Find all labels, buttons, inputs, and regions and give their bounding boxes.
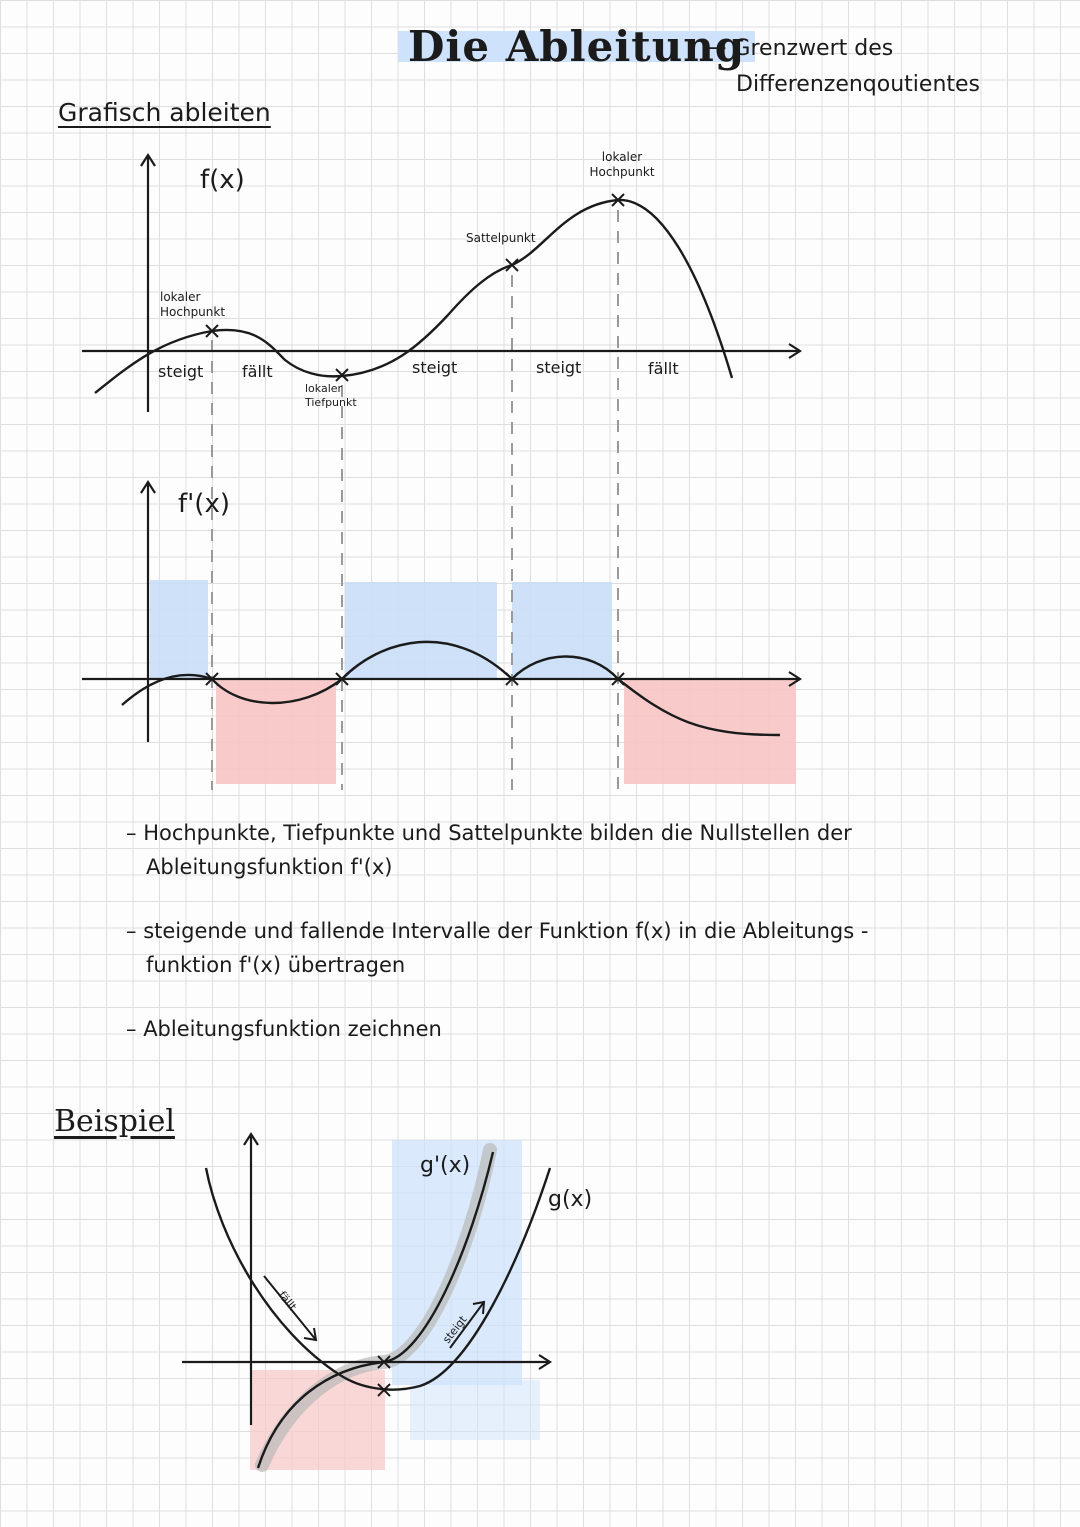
derivative-graphs: f(x) lokaler Hochpunkt lokaler Tiefpunkt… [82,150,803,790]
g-curve [204,1167,552,1391]
zero-marker-4 [611,672,625,686]
fprime-axes [82,479,803,742]
note-1-line-2: Ableitungsfunktion f'(x) [146,855,393,879]
example-x-arrow [538,1354,553,1370]
example-marker-zero [377,1355,391,1369]
marker-sattel [505,258,519,272]
example-marker-min [377,1383,391,1397]
marker-hoch2 [611,193,625,207]
section-heading-example: Beispiel [54,1104,175,1139]
example-graph: fällt steigt g'(x) g(x) [182,1131,592,1472]
note-2-line-2: funktion f'(x) übertragen [146,953,406,977]
interval-label-2: fällt [242,362,273,381]
interval-label-5: fällt [648,359,679,378]
label-hoch1: lokaler Hochpunkt [160,290,226,319]
note-3-line-1: – Ableitungsfunktion zeichnen [126,1017,442,1041]
example-y-arrow [243,1131,259,1146]
label-hoch2-fo: lokaler Hochpunkt [589,150,655,179]
interval-label-3: steigt [412,358,457,377]
note-2: – steigende und fallende Intervalle der … [126,914,868,982]
label-falls: fällt [276,1289,300,1314]
example-arrows [263,1275,486,1349]
f-x-arrow [788,343,803,359]
interval-label-4: steigt [536,358,581,377]
label-g: g(x) [548,1187,592,1212]
interval-label-1: steigt [158,362,203,381]
shade-positive-example-2 [410,1380,540,1440]
rises-arrow-line [449,1301,485,1349]
label-gprime: g'(x) [420,1153,470,1178]
label-tief-fo: lokaler Tiefpunkt [305,382,357,409]
f-curve [94,198,734,394]
label-hoch2: lokaler Hochpunkt [589,150,655,179]
zero-marker-3 [505,672,519,686]
gprime-curve [256,1151,495,1469]
f-y-arrow [140,152,156,167]
dashed-guides [211,210,619,790]
f-label: f(x) [200,165,245,195]
note-1-line-1: – Hochpunkte, Tiefpunkte und Sattelpunkt… [126,821,852,845]
falls-arrow-line [263,1275,317,1341]
fprime-y-arrow [140,479,156,494]
fprime-sign-shading [150,580,796,784]
label-sattel: Sattelpunkt [466,231,536,245]
fprime-label: f'(x) [178,489,230,519]
shade-positive-1 [150,580,208,678]
label-hoch1-fo: lokaler Hochpunkt [160,290,226,319]
zero-marker-1 [205,672,219,686]
note-1: – Hochpunkte, Tiefpunkte und Sattelpunkt… [126,816,852,884]
page-title: Die Ableitung [398,22,756,71]
zero-marker-2 [335,672,349,686]
note-3: – Ableitungsfunktion zeichnen [126,1012,442,1046]
subtitle-line-1: → Grenzwert des [708,36,894,61]
note-2-line-1: – steigende und fallende Intervalle der … [126,919,869,943]
label-tief: lokaler Tiefpunkt [305,382,357,409]
shade-negative-1 [216,680,336,784]
f-markers [205,193,625,382]
falls-arrow-head [303,1327,318,1342]
shade-negative-2 [624,680,796,784]
rises-arrow-head [472,1300,486,1315]
marker-hoch1 [205,324,219,338]
fprime-x-arrow [788,671,803,687]
marker-tief [335,368,349,382]
shade-positive-2 [345,582,497,678]
section-heading-graphic: Grafisch ableiten [58,98,271,127]
example-markers [377,1355,391,1397]
f-axes [82,152,803,412]
fprime-zero-markers [205,672,625,686]
subtitle-line-2: Differenzenqoutientes [736,72,981,97]
